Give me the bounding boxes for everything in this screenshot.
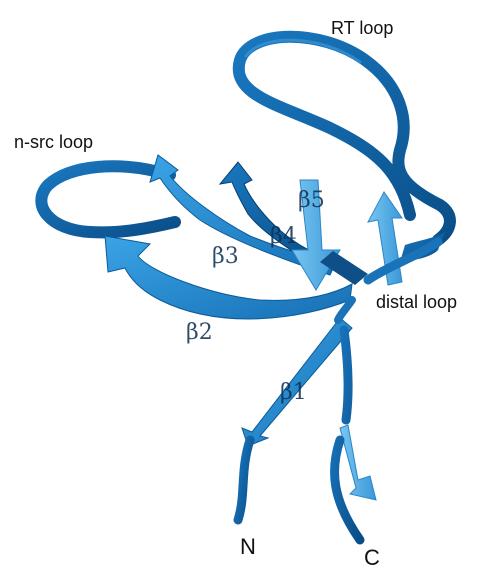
c-terminus-label: C (364, 545, 380, 570)
beta1-strand (241, 317, 353, 447)
n-src-loop-ribbon (35, 160, 181, 239)
distal-loop-helix (320, 251, 368, 285)
c-terminal-tail (330, 325, 365, 545)
central-connector (334, 296, 356, 324)
beta2-label: β2 (186, 320, 213, 345)
rt-loop-highlight (244, 38, 362, 64)
c-terminal-strand (339, 424, 377, 501)
beta3-label: β3 (212, 244, 239, 269)
rt-loop-label: RT loop (331, 18, 394, 38)
rt-loop-ribbon (232, 30, 456, 246)
n-terminal-tail (233, 435, 255, 525)
beta1-label: β1 (280, 380, 307, 405)
n-terminus-label: N (240, 534, 256, 559)
distal-loop-ribbon (363, 237, 443, 285)
beta4-label: β4 (270, 224, 297, 249)
distal-loop-label: distal loop (376, 292, 458, 312)
n-src-loop-label: n-src loop (14, 132, 94, 152)
beta2-strand (104, 235, 353, 320)
beta5-label: β5 (298, 188, 325, 213)
